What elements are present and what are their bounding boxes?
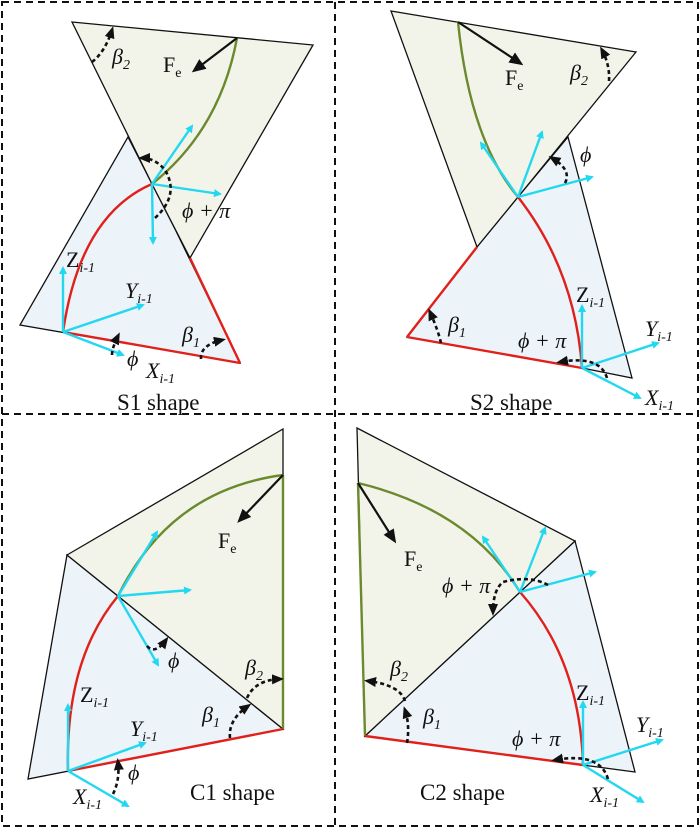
x-axis-arrow xyxy=(67,769,130,808)
force-arrow xyxy=(237,474,284,523)
force-label: Fe xyxy=(218,528,236,557)
beta1-angle-arc xyxy=(402,706,413,744)
force-arrow xyxy=(191,37,238,73)
phi-plus-pi-label: ϕ + π xyxy=(518,328,567,353)
x-axis-arrow xyxy=(62,330,125,357)
lower-crease xyxy=(519,591,585,766)
beta2-label: β2 xyxy=(569,60,588,89)
bottom-edge xyxy=(62,330,241,365)
beta2-label: β2 xyxy=(244,655,263,684)
caption-c2: C2 shape xyxy=(420,780,505,805)
axis-arrow xyxy=(116,595,160,667)
left-edge xyxy=(356,482,367,737)
caption-s2: S2 shape xyxy=(470,390,552,415)
y-axis-arrow xyxy=(62,303,145,334)
beta1-label: β1 xyxy=(422,704,441,733)
axis-arrow xyxy=(518,526,547,593)
phi-plus-pi-angle-arc xyxy=(138,153,172,219)
bottom-edge xyxy=(364,734,584,767)
beta2-angle-arc xyxy=(245,674,284,699)
y-axis-label: Yi-1 xyxy=(636,712,664,741)
beta1-label: β1 xyxy=(181,322,200,351)
caption-s1: S1 shape xyxy=(117,390,199,415)
axis-arrow xyxy=(481,535,521,593)
axis-arrow xyxy=(517,174,594,199)
beta1-angle-arc xyxy=(199,336,226,360)
beta2-angle-arc xyxy=(364,677,407,702)
right-edge xyxy=(188,257,242,364)
phi-angle-arc xyxy=(109,332,120,356)
phi-label: ϕ xyxy=(127,346,138,371)
panel-c2: Fe ϕ + π β2 β1 Zi-1 Yi-1 ϕ + π Xi-1 C2 s… xyxy=(356,426,664,811)
phi-label: ϕ xyxy=(168,648,179,673)
beta2-angle-arc xyxy=(91,26,115,64)
force-label: Fe xyxy=(505,65,523,94)
x-axis-label: Xi-1 xyxy=(145,358,175,387)
beta1-angle-arc xyxy=(428,308,443,344)
phi-label-bottom: ϕ xyxy=(128,760,139,785)
upper-crease xyxy=(151,37,239,185)
beta2-angle-arc xyxy=(600,46,611,82)
axis-arrow xyxy=(116,530,159,597)
x-axis-arrow xyxy=(581,366,642,400)
y-axis-arrow xyxy=(581,341,660,370)
y-axis-label: Yi-1 xyxy=(130,716,158,745)
force-label: Fe xyxy=(404,546,422,575)
z-axis-label: Zi-1 xyxy=(576,680,605,709)
phi-plus-pi-angle-arc xyxy=(556,355,609,379)
beta1-label: β1 xyxy=(201,702,220,731)
y-axis-label: Yi-1 xyxy=(645,316,673,345)
phi-plus-pi-label-bottom: ϕ + π xyxy=(512,726,561,751)
z-axis-label: Zi-1 xyxy=(66,247,95,276)
axis-arrow xyxy=(151,182,222,198)
z-axis-label: Zi-1 xyxy=(80,682,109,711)
beta1-label: β1 xyxy=(447,312,466,341)
lower-crease xyxy=(61,182,153,333)
caption-c1: C1 shape xyxy=(190,780,275,805)
y-axis-label: Yi-1 xyxy=(125,278,153,307)
lower-crease xyxy=(517,196,584,369)
panel-s2: Fe β2 ϕ β1 ϕ + π Zi-1 Yi-1 Xi-1 S2 shape xyxy=(390,10,674,415)
x-axis-label: Xi-1 xyxy=(644,385,674,414)
phi-angle-arc xyxy=(146,636,169,651)
x-axis-arrow xyxy=(582,763,645,804)
panel-s1: β2 Fe ϕ + π Zi-1 Yi-1 β1 ϕ Xi-1 S1 shape xyxy=(18,21,315,415)
x-axis-label: Xi-1 xyxy=(589,782,619,811)
axis-arrow xyxy=(117,586,192,598)
bottom-edge xyxy=(406,335,583,370)
bottom-edge xyxy=(67,727,284,773)
panel-c1: Fe ϕ β2 β1 Zi-1 Yi-1 ϕ Xi-1 C1 shape xyxy=(27,427,285,813)
beta2-label: β2 xyxy=(111,44,130,73)
beta1-angle-arc xyxy=(228,703,252,739)
axis-arrow xyxy=(519,569,597,594)
force-arrow xyxy=(357,482,397,544)
axis-arrow xyxy=(151,124,194,185)
left-edge xyxy=(406,246,478,338)
axis-arrow xyxy=(479,141,519,198)
phi-plus-pi-label: ϕ + π xyxy=(182,198,231,223)
z-axis-label: Zi-1 xyxy=(576,282,605,311)
axis-arrow xyxy=(516,130,544,198)
y-axis-arrow xyxy=(67,741,147,773)
phi-label: ϕ xyxy=(580,142,591,167)
axis-arrow xyxy=(148,183,157,245)
beta2-label: β2 xyxy=(389,656,408,685)
phi-plus-pi-label: ϕ + π xyxy=(442,573,491,598)
phi-angle-arc xyxy=(548,155,569,184)
y-axis-arrow xyxy=(582,737,664,767)
x-axis-label: Xi-1 xyxy=(72,784,102,813)
force-label: Fe xyxy=(163,52,181,81)
force-arrow xyxy=(457,21,524,66)
phi-angle-arc-bottom xyxy=(111,758,124,795)
